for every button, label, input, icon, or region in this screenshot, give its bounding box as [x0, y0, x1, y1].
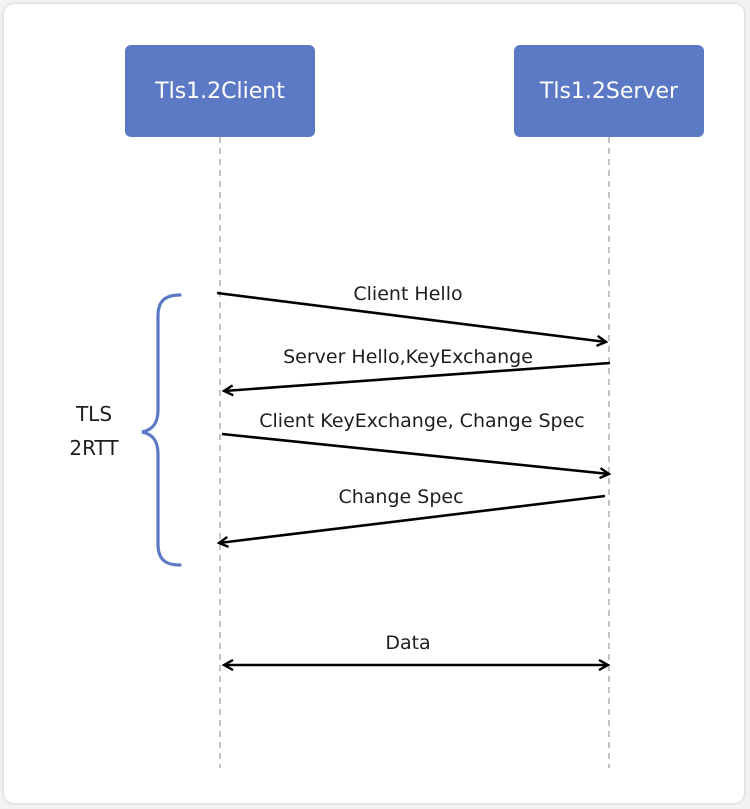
message-label-client-hello: Client Hello [353, 283, 462, 305]
message-label-change-spec: Change Spec [338, 486, 463, 508]
participant-client: Tls1.2Client [125, 45, 315, 137]
message-label-server-hello: Server Hello,KeyExchange [283, 346, 533, 368]
group-brace [141, 293, 182, 567]
message-arrow-client-keyexchange [221, 432, 609, 474]
message-arrow-change-spec [219, 494, 606, 543]
message-arrow-server-hello [224, 361, 611, 391]
message-label-data: Data [385, 632, 430, 654]
message-label-client-keyexchange: Client KeyExchange, Change Spec [259, 410, 584, 432]
message-arrow-client-hello [216, 291, 606, 342]
participant-server: Tls1.2Server [514, 45, 704, 137]
group-label-line1: TLS [75, 402, 112, 426]
group-label-line2: 2RTT [69, 436, 119, 460]
